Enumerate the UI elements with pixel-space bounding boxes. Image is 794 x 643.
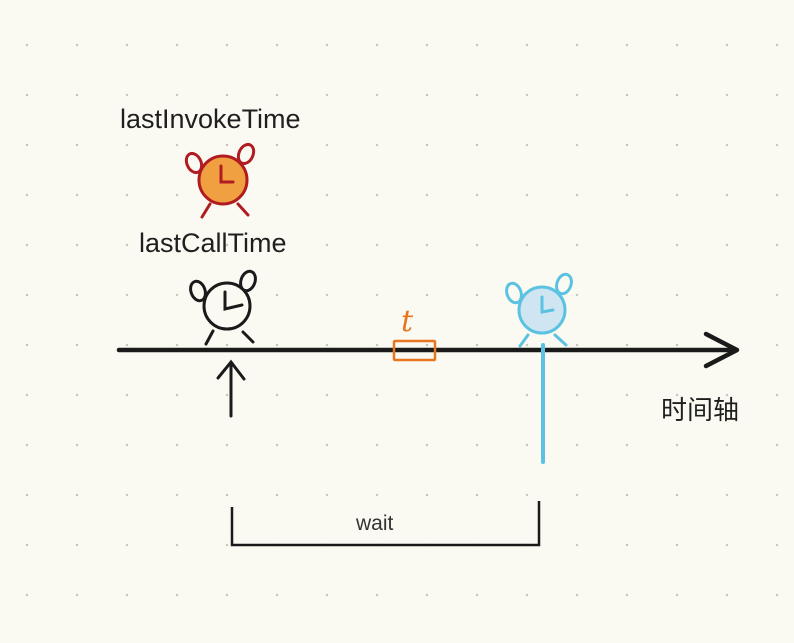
t-label: t (401, 304, 414, 339)
timeline-label: 时间轴 (661, 396, 740, 426)
wait-label: wait (356, 512, 394, 535)
last-call-time-label: lastCallTime (139, 228, 287, 258)
call-alarm-clock-icon (189, 269, 257, 346)
timeline-arrowhead-icon (703, 331, 740, 369)
invoke-alarm-clock-icon (184, 142, 256, 219)
future-alarm-clock-icon (505, 272, 573, 348)
t-marker (392, 339, 437, 362)
timeline-axis (116, 331, 740, 369)
arrow-up-icon (216, 359, 246, 418)
wait-bracket (230, 501, 541, 547)
last-invoke-time-label: lastInvokeTime (120, 104, 301, 134)
